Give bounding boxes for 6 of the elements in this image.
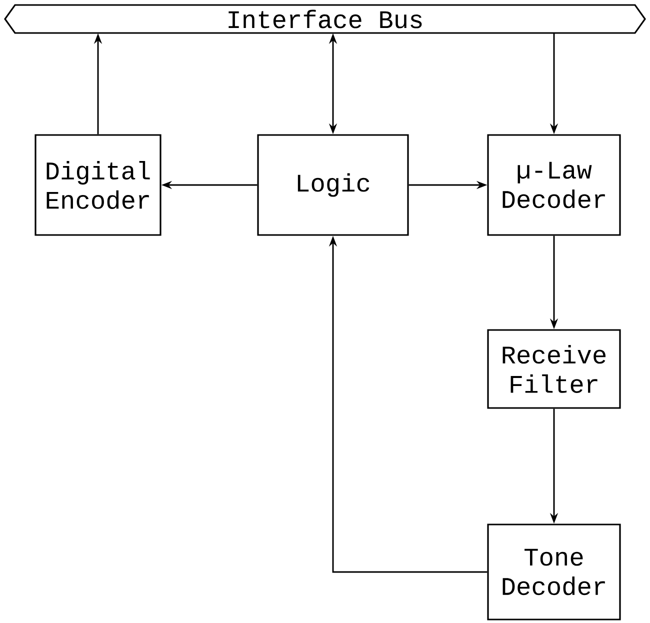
block-box: Tone Decoder bbox=[487, 524, 621, 620]
block-box: Logic bbox=[257, 134, 409, 236]
block-box: Receive Filter bbox=[487, 329, 621, 409]
block-box: µ-Law Decoder bbox=[487, 134, 621, 236]
bus-band: Interface Bus bbox=[4, 4, 646, 34]
block-box: Digital Encoder bbox=[34, 134, 162, 236]
